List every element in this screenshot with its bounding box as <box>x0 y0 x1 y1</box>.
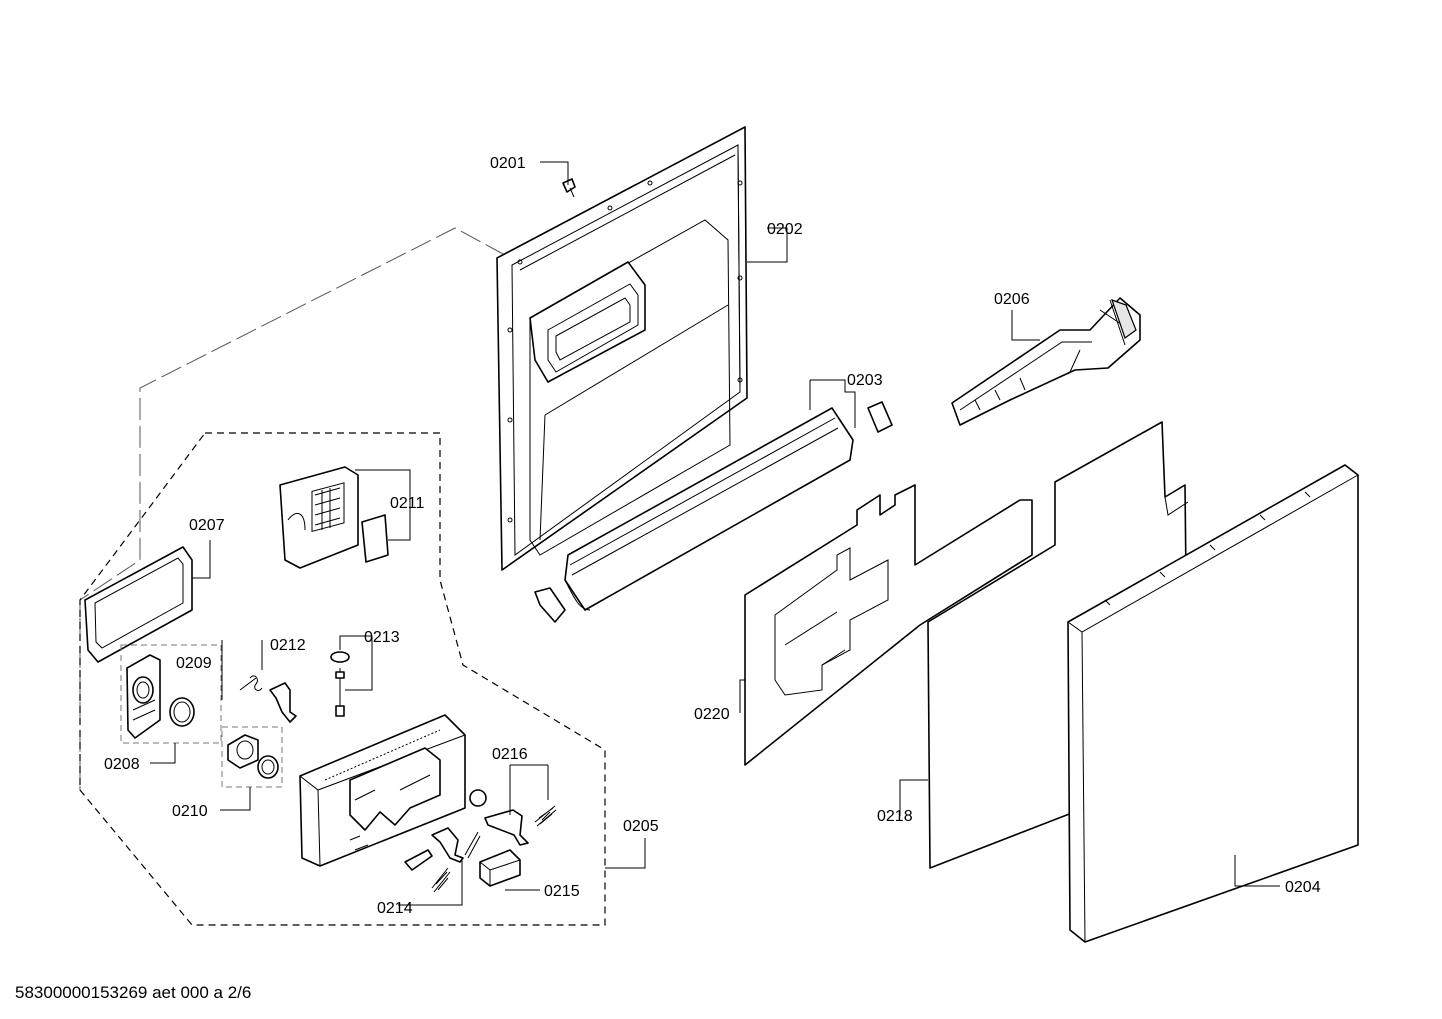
label-0208: 0208 <box>104 756 140 773</box>
outer-door-panel <box>1067 464 1359 943</box>
label-0212: 0212 <box>270 637 306 654</box>
screw-part <box>562 178 576 198</box>
group-outline-door <box>79 227 506 790</box>
label-0207: 0207 <box>189 517 225 534</box>
actuator-block <box>479 849 521 887</box>
rinse-aid-housing <box>126 654 195 739</box>
label-0203: 0203 <box>847 372 883 389</box>
detergent-lid <box>279 466 389 569</box>
label-0209: 0209 <box>176 655 212 672</box>
label-0210: 0210 <box>172 803 208 820</box>
release-lever-spring <box>404 827 481 893</box>
door-profile-strip <box>534 401 893 623</box>
label-0206: 0206 <box>994 291 1030 308</box>
latch-lever <box>239 675 297 723</box>
label-0202: 0202 <box>767 221 803 238</box>
rinse-aid-group-outline <box>120 644 222 744</box>
dispenser-housing <box>299 714 466 867</box>
pin-part <box>330 651 350 717</box>
label-0205: 0205 <box>623 818 659 835</box>
hinge-bracket <box>951 297 1141 426</box>
label-0204: 0204 <box>1285 879 1321 896</box>
label-0216: 0216 <box>492 746 528 763</box>
label-0211: 0211 <box>390 495 425 512</box>
ball-lever-spring <box>469 789 557 846</box>
label-0215: 0215 <box>544 883 580 900</box>
inner-door-panel <box>496 126 748 571</box>
label-0218: 0218 <box>877 808 913 825</box>
dispenser-group-outline <box>79 432 606 926</box>
dispenser-cover-frame <box>84 546 193 663</box>
label-0220: 0220 <box>694 706 730 723</box>
cap-group-outline <box>221 726 283 788</box>
label-0213: 0213 <box>364 629 400 646</box>
cap-and-seal <box>227 734 279 779</box>
document-id: 58300000153269 aet 000 a 2/6 <box>15 983 251 1002</box>
label-0201: 0201 <box>490 155 526 172</box>
label-0214: 0214 <box>377 900 413 917</box>
insulation-board <box>744 484 1033 766</box>
leader-lines <box>150 161 1280 906</box>
